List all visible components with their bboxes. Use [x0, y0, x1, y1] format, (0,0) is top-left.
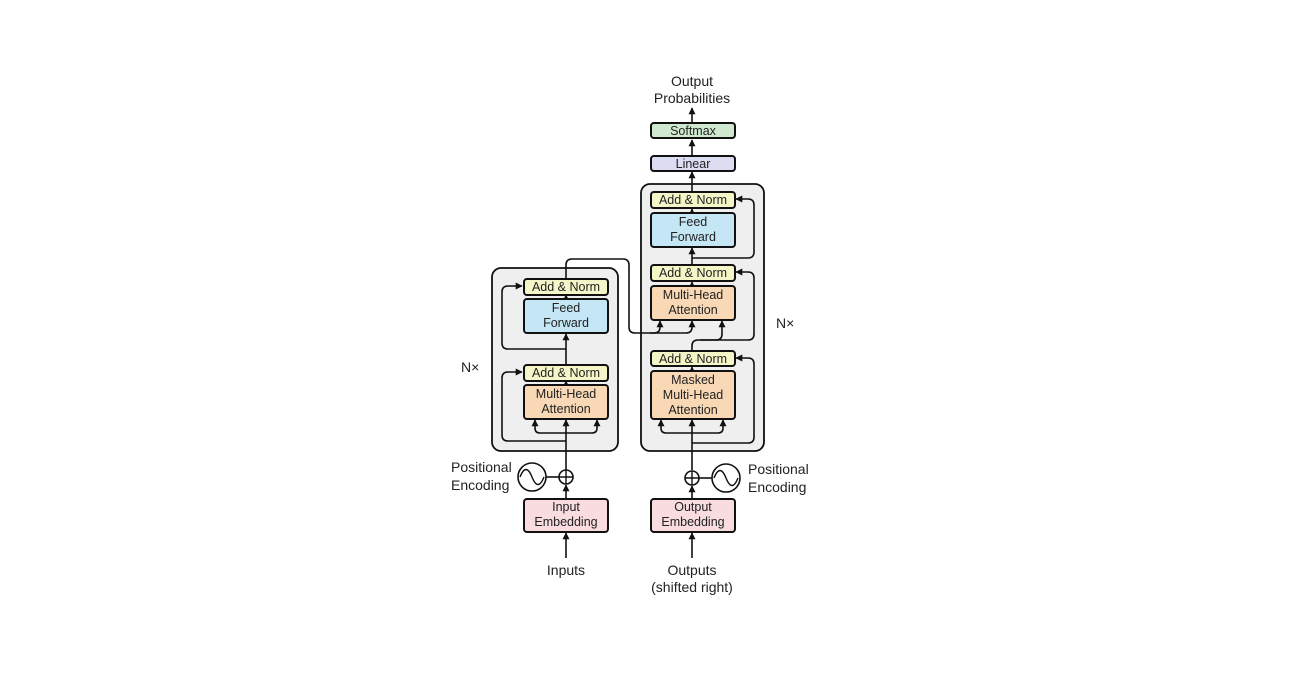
encoder-attention-label-1: Multi-Head — [536, 387, 596, 401]
encoder-attention-label-2: Attention — [541, 402, 590, 416]
encoder-add-norm-top-box — [523, 278, 609, 296]
decoder-residual-3 — [692, 195, 755, 259]
output-label-2: Probabilities — [654, 90, 730, 106]
encoder-add-norm-bottom-label: Add & Norm — [532, 366, 600, 380]
encoder-repeat-label: N× — [461, 359, 479, 375]
decoder-residual-2 — [700, 268, 755, 341]
decoder: Add & Norm Feed Forward Add & Norm Multi… — [650, 191, 809, 595]
decoder-input-label-2: (shifted right) — [651, 579, 733, 595]
encoder-residual-1 — [501, 368, 566, 442]
decoder-add-norm-top-label: Add & Norm — [659, 193, 727, 207]
encoder-feed-forward-label-1: Feed — [552, 301, 581, 315]
decoder-add-norm-bottom-label: Add & Norm — [659, 352, 727, 366]
encoder: Add & Norm Feed Forward Add & Norm Multi… — [451, 278, 609, 578]
decoder-masked-attention-box — [650, 370, 736, 420]
encoder-feed-forward-box — [523, 298, 609, 334]
encoder-embedding-label-2: Embedding — [534, 515, 597, 529]
decoder-input-label-1: Outputs — [667, 562, 716, 578]
decoder-repeat-label: N× — [776, 315, 794, 331]
encoder-output-cross-2 — [650, 320, 696, 334]
encoder-embedding-box — [523, 498, 609, 533]
decoder-attention-label-2: Attention — [668, 303, 717, 317]
decoder-embedding-label-2: Embedding — [661, 515, 724, 529]
encoder-qkv-left — [531, 419, 566, 434]
decoder-add-norm-bottom-box — [650, 350, 736, 367]
decoder-sine-wave-path — [713, 469, 739, 487]
wires — [501, 107, 755, 558]
encoder-add-norm-bottom-box — [523, 364, 609, 382]
decoder-positional-encoding-1: Positional — [748, 461, 809, 477]
decoder-add-norm-mid-label: Add & Norm — [659, 266, 727, 280]
decoder-attention-label-1: Multi-Head — [663, 288, 723, 302]
encoder-feed-forward-label-2: Forward — [543, 316, 589, 330]
softmax-box — [650, 122, 736, 139]
decoder-add-norm-mid-box — [650, 264, 736, 282]
encoder-sine-wave-path — [519, 468, 545, 486]
encoder-embedding-label-1: Input — [552, 500, 580, 514]
decoder-qkv-right — [692, 419, 727, 434]
encoder-residual-2 — [501, 282, 566, 350]
decoder-feed-forward-label-1: Feed — [679, 215, 708, 229]
decoder-positional-encoding-2: Encoding — [748, 479, 806, 495]
decoder-feed-forward-label-2: Forward — [670, 230, 716, 244]
encoder-add-norm-top-label: Add & Norm — [532, 280, 600, 294]
decoder-feed-forward-box — [650, 212, 736, 248]
softmax-label: Softmax — [670, 124, 717, 138]
encoder-qkv-right — [566, 419, 601, 434]
encoder-input-label: Inputs — [547, 562, 585, 578]
decoder-masked-attention-label-2: Multi-Head — [663, 388, 723, 402]
linear-label: Linear — [676, 157, 711, 171]
encoder-positional-encoding-1: Positional — [451, 459, 512, 475]
decoder-embedding-label-1: Output — [674, 500, 712, 514]
encoder-positional-encoding-2: Encoding — [451, 477, 509, 493]
decoder-attention-box — [650, 285, 736, 321]
encoder-add-icon-cross — [559, 470, 573, 484]
output-label-1: Output — [671, 73, 713, 89]
output-head: Linear Softmax Output Probabilities — [650, 73, 736, 172]
decoder-masked-attention-label-1: Masked — [671, 373, 715, 387]
decoder-add-norm-top-box — [650, 191, 736, 209]
decoder-masked-attention-label-3: Attention — [668, 403, 717, 417]
decoder-qkv-left — [657, 419, 692, 434]
decoder-residual-1 — [692, 354, 755, 444]
decoder-embedding-box — [650, 498, 736, 533]
decoder-add-icon-cross — [685, 471, 699, 485]
linear-box — [650, 155, 736, 172]
encoder-attention-box — [523, 384, 609, 420]
